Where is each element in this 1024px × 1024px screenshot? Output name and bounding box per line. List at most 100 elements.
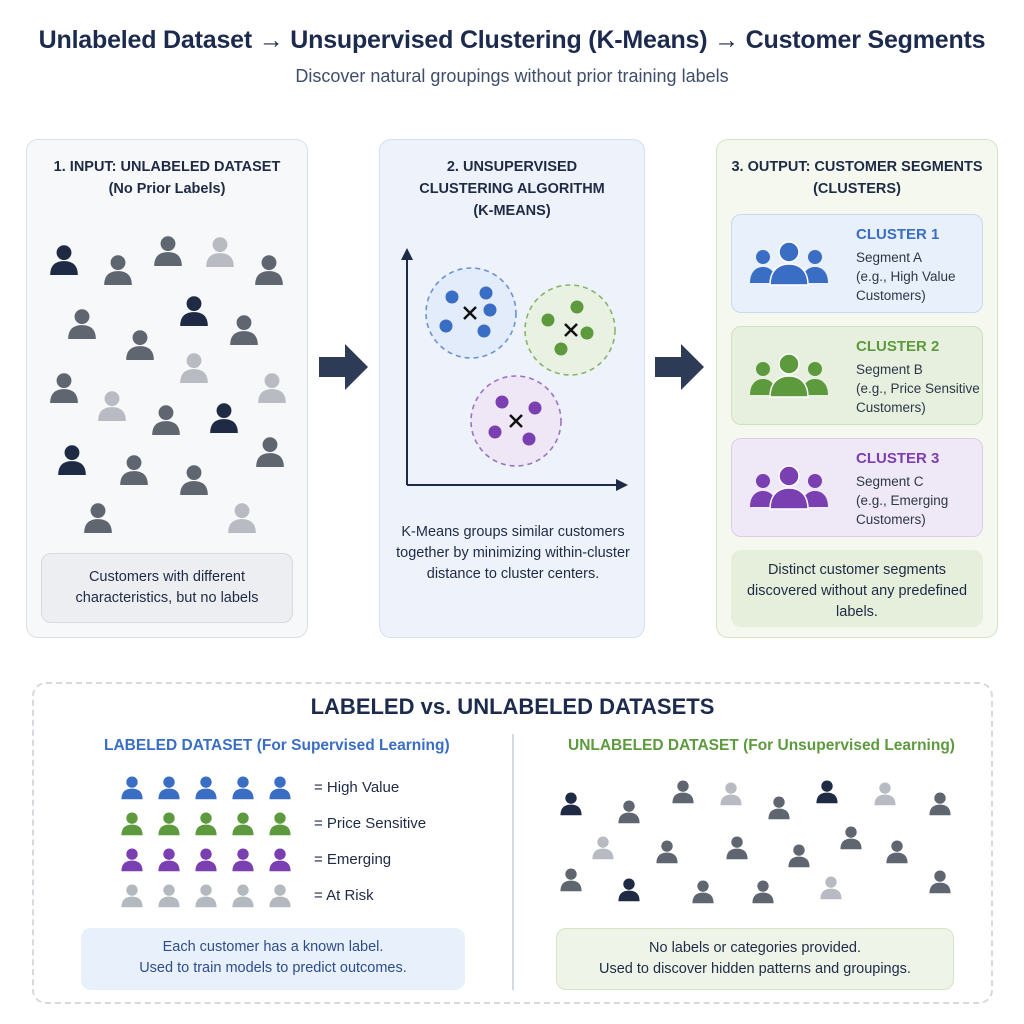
unlabeled-note-line2: Used to discover hidden patterns and gro… xyxy=(599,961,911,977)
person-icon xyxy=(267,774,293,800)
cluster-2-point xyxy=(570,300,584,314)
legend-label-emerging: = Emerging xyxy=(314,851,392,868)
input-panel-heading: 1. INPUT: UNLABELED DATASET (No Prior La… xyxy=(27,156,307,200)
cluster-2-example: (e.g., Price Sensitive Customers) xyxy=(856,381,980,415)
person-icon xyxy=(267,846,293,872)
cluster-1-example: (e.g., High Value Customers) xyxy=(856,269,956,303)
person-icon xyxy=(177,293,211,327)
person-icon xyxy=(119,774,145,800)
person-icon xyxy=(177,350,211,384)
person-icon xyxy=(47,370,81,404)
cluster-1-point xyxy=(477,324,491,338)
algorithm-panel: 2. UNSUPERVISED CLUSTERING ALGORITHM (K-… xyxy=(379,139,645,638)
page-title: Unlabeled Dataset → Unsupervised Cluster… xyxy=(38,26,986,54)
person-icon xyxy=(838,824,864,850)
labeled-note: Each customer has a known label. Used to… xyxy=(81,928,465,990)
cluster-3-point xyxy=(488,425,502,439)
person-icon xyxy=(724,834,750,860)
person-icon xyxy=(81,500,115,534)
person-icon xyxy=(95,388,129,422)
cluster-2-description: Segment B (e.g., Price Sensitive Custome… xyxy=(856,360,984,417)
output-title-line2: (CLUSTERS) xyxy=(813,181,901,197)
x-axis-arrow-icon xyxy=(616,479,628,491)
cluster-center-x-icon xyxy=(463,306,477,320)
legend-label-high-value: = High Value xyxy=(314,779,400,796)
person-icon xyxy=(156,882,182,908)
cluster-card-1: CLUSTER 1 Segment A (e.g., High Value Cu… xyxy=(731,214,983,313)
cluster-2-title: CLUSTER 2 xyxy=(856,338,940,355)
group-icon xyxy=(748,463,830,518)
cluster-1-point xyxy=(439,319,453,333)
person-icon xyxy=(149,402,183,436)
labeled-note-line1: Each customer has a known label. xyxy=(162,939,384,955)
person-icon xyxy=(193,882,219,908)
person-icon xyxy=(718,780,744,806)
person-icon xyxy=(590,834,616,860)
person-icon xyxy=(117,452,151,486)
person-icon xyxy=(267,810,293,836)
labeled-note-line2: Used to train models to predict outcomes… xyxy=(139,960,407,976)
cluster-3-description: Segment C (e.g., Emerging Customers) xyxy=(856,472,984,529)
person-icon xyxy=(119,810,145,836)
person-icon xyxy=(55,442,89,476)
person-icon xyxy=(255,370,289,404)
cluster-2-point xyxy=(554,342,568,356)
output-note: Distinct customer segments discovered wi… xyxy=(731,550,983,627)
person-icon xyxy=(558,866,584,892)
unlabeled-note: No labels or categories provided. Used t… xyxy=(556,928,954,990)
cluster-1-description: Segment A (e.g., High Value Customers) xyxy=(856,248,984,305)
person-icon xyxy=(252,252,286,286)
output-title-line1: 3. OUTPUT: CUSTOMER SEGMENTS xyxy=(731,159,983,175)
person-icon xyxy=(151,233,185,267)
person-icon xyxy=(690,878,716,904)
cluster-1-title: CLUSTER 1 xyxy=(856,226,940,243)
group-icon xyxy=(748,239,830,294)
person-icon xyxy=(750,878,776,904)
person-icon xyxy=(786,842,812,868)
person-icon xyxy=(253,434,287,468)
cluster-1-point xyxy=(483,303,497,317)
legend-label-price-sensitive: = Price Sensitive xyxy=(314,815,427,832)
cluster-3-point xyxy=(528,401,542,415)
cluster-3-point xyxy=(522,432,536,446)
person-icon xyxy=(203,234,237,268)
algorithm-title-line2: CLUSTERING ALGORITHM xyxy=(419,181,605,197)
input-note: Customers with different characteristics… xyxy=(41,553,293,623)
algorithm-panel-heading: 2. UNSUPERVISED CLUSTERING ALGORITHM (K-… xyxy=(380,156,644,222)
cluster-3-segment: Segment C xyxy=(856,474,924,489)
cluster-1-segment: Segment A xyxy=(856,250,923,265)
y-axis-arrow-icon xyxy=(401,248,413,260)
cluster-2-segment: Segment B xyxy=(856,362,923,377)
output-panel: 3. OUTPUT: CUSTOMER SEGMENTS (CLUSTERS) … xyxy=(716,139,998,638)
person-icon xyxy=(766,794,792,820)
person-icon xyxy=(156,810,182,836)
person-icon xyxy=(558,790,584,816)
cluster-1-point xyxy=(445,290,459,304)
person-icon xyxy=(119,846,145,872)
person-icon xyxy=(872,780,898,806)
labeled-dataset-title: LABELED DATASET (For Supervised Learning… xyxy=(104,737,450,754)
cluster-2-point xyxy=(580,326,594,340)
person-icon xyxy=(65,306,99,340)
person-icon xyxy=(47,242,81,276)
unlabeled-dataset-title: UNLABELED DATASET (For Unsupervised Lear… xyxy=(568,737,955,754)
arrow-right-icon xyxy=(655,344,704,390)
comparison-title: LABELED vs. UNLABELED DATASETS xyxy=(310,694,715,719)
cluster-3-point xyxy=(495,395,509,409)
cluster-center-x-icon xyxy=(509,414,523,428)
kmeans-scatter-plot xyxy=(401,248,628,491)
person-icon xyxy=(927,790,953,816)
person-icon xyxy=(230,882,256,908)
cluster-3-example: (e.g., Emerging Customers) xyxy=(856,493,949,527)
person-icon xyxy=(101,252,135,286)
person-icon xyxy=(670,778,696,804)
input-panel-title: 1. INPUT: UNLABELED DATASET xyxy=(53,159,281,175)
person-icon xyxy=(156,846,182,872)
person-icon xyxy=(225,500,259,534)
person-icon xyxy=(156,774,182,800)
algorithm-note: K-Means groups similar customers togethe… xyxy=(396,524,630,582)
legend-label-at-risk: = At Risk xyxy=(314,887,374,904)
input-panel: 1. INPUT: UNLABELED DATASET (No Prior La… xyxy=(26,139,308,638)
algorithm-title-line3: (K-MEANS) xyxy=(473,203,551,219)
input-panel-subtitle: (No Prior Labels) xyxy=(108,181,226,197)
